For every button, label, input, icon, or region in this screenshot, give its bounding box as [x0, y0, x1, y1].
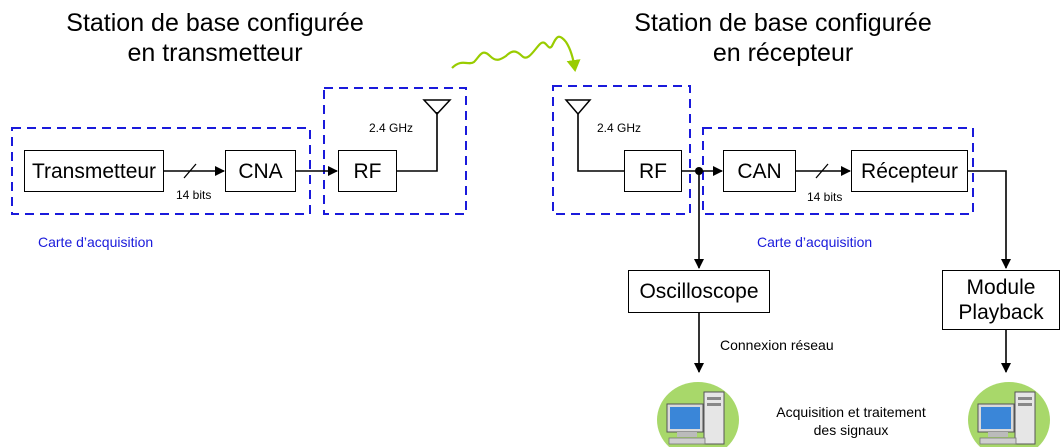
- antenna-icon-right: [564, 99, 592, 116]
- rf-left-group: [323, 87, 467, 215]
- transmetteur-block: Transmetteur: [24, 150, 164, 192]
- recepteur-block: Récepteur: [851, 150, 968, 192]
- title-transmitter-station: Station de base configurée en transmette…: [60, 8, 370, 68]
- oscilloscope-block: Oscilloscope: [628, 270, 770, 313]
- module-playback-block: Module Playback: [942, 270, 1060, 330]
- computer-icon: [968, 382, 1050, 447]
- rf-right-group: [552, 85, 691, 215]
- block-label: Playback: [958, 301, 1044, 324]
- block-label: Oscilloscope: [639, 280, 759, 303]
- title-line: Station de base configurée: [66, 9, 364, 37]
- computer-icon: [657, 382, 739, 447]
- block-label: Module: [966, 276, 1036, 299]
- block-label: CAN: [737, 159, 782, 183]
- antenna-icon-left: [422, 99, 452, 116]
- label-line: des signaux: [813, 422, 889, 438]
- label-line: Acquisition et traitement: [776, 404, 926, 420]
- block-label: RF: [639, 159, 667, 183]
- cna-block: CNA: [225, 150, 296, 192]
- carte-label-left: Carte d’acquisition: [38, 234, 154, 250]
- wireless-signal-icon: [451, 35, 581, 72]
- title-line: en transmetteur: [127, 39, 303, 67]
- block-label: CNA: [238, 159, 283, 183]
- title-line: en récepteur: [712, 39, 854, 67]
- carte-label-right: Carte d’acquisition: [757, 234, 873, 250]
- bits-label-left: 14 bits: [176, 188, 212, 202]
- frequency-label-right: 2.4 GHz: [597, 121, 642, 135]
- acquisition-card-left-group: [11, 127, 311, 215]
- title-line: Station de base configurée: [634, 9, 932, 37]
- block-label: Récepteur: [861, 159, 958, 183]
- rf-right-block: RF: [624, 150, 682, 192]
- can-block: CAN: [723, 150, 796, 192]
- block-label: RF: [353, 159, 382, 183]
- frequency-label-left: 2.4 GHz: [369, 121, 414, 135]
- title-receiver-station: Station de base configurée en récepteur: [628, 8, 938, 68]
- rf-left-block: RF: [338, 150, 397, 192]
- network-connection-label: Connexion réseau: [720, 337, 834, 353]
- bits-label-right: 14 bits: [807, 190, 843, 204]
- acquisition-processing-label: Acquisition et traitement des signaux: [752, 403, 950, 439]
- block-label: Transmetteur: [31, 159, 157, 183]
